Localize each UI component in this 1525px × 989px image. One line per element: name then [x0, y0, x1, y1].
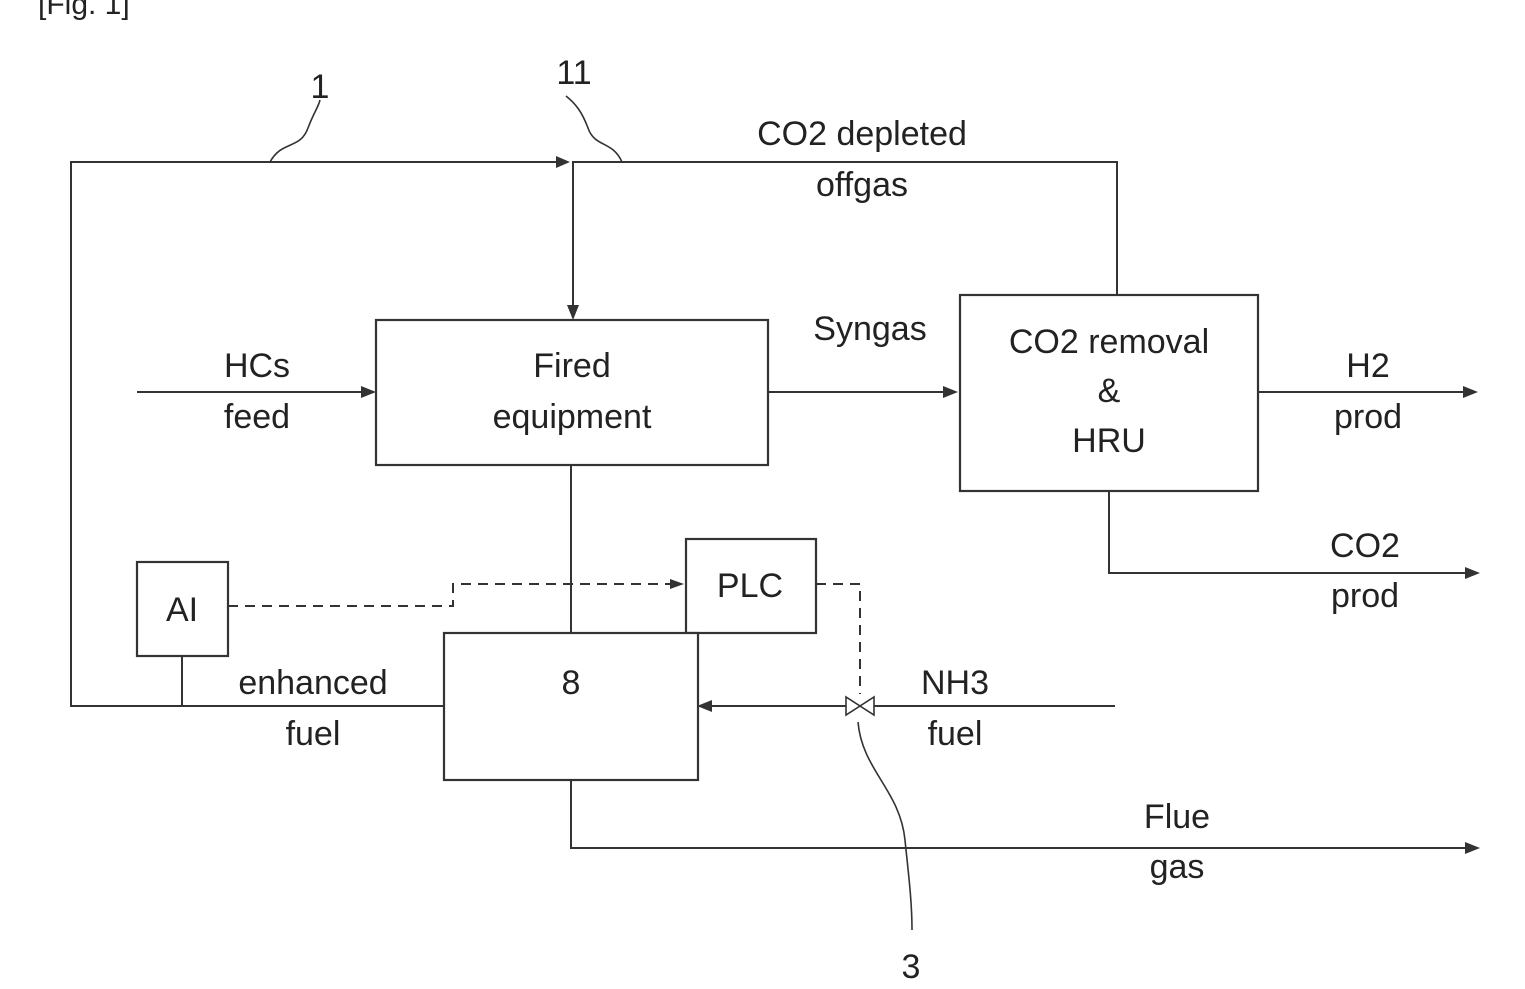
co2-removal-label-1: CO2 removal: [1009, 323, 1209, 361]
ai-to-plc-signal: [228, 584, 676, 606]
control-valve-icon: [846, 697, 874, 715]
fired-equipment-label-1: Fired: [533, 347, 610, 385]
ai-label: AI: [166, 591, 198, 629]
co2-prod-label-1: CO2: [1330, 527, 1400, 565]
figure-label: [Fig. 1]: [38, 0, 130, 21]
h2-prod-label-1: H2: [1346, 347, 1389, 385]
offgas-to-fired-arrowhead: [567, 305, 579, 320]
syngas-label: Syngas: [813, 310, 926, 348]
leader-line-1: [270, 100, 320, 162]
flue-gas-label-1: Flue: [1144, 798, 1210, 836]
h2-prod-arrowhead: [1463, 386, 1478, 398]
co2-removal-label-3: HRU: [1072, 422, 1146, 460]
co2-depleted-label-2: offgas: [816, 166, 908, 204]
recycle-arrowhead: [556, 156, 570, 168]
mixer-8-label: 8: [562, 664, 581, 702]
co2-prod-line: [1109, 490, 1472, 573]
leader-line-11: [566, 96, 622, 162]
enhanced-fuel-label-2: fuel: [286, 715, 341, 753]
co2-prod-label-2: prod: [1331, 577, 1399, 615]
co2-removal-label-2: &: [1098, 372, 1121, 410]
nh3-fuel-label-1: NH3: [921, 664, 989, 702]
hcs-feed-arrowhead: [361, 386, 376, 398]
syngas-arrowhead: [943, 386, 958, 398]
co2-depleted-label-1: CO2 depleted: [757, 115, 967, 153]
enhanced-fuel-label-1: enhanced: [238, 664, 387, 702]
ai-to-plc-arrowhead: [670, 579, 684, 589]
nh3-fuel-arrowhead: [697, 700, 712, 712]
flue-gas-label-2: gas: [1150, 848, 1205, 886]
leader-line-3: [858, 722, 912, 930]
flue-gas-arrowhead: [1465, 842, 1480, 854]
hcs-feed-label-2: feed: [224, 398, 290, 436]
hcs-feed-label-1: HCs: [224, 347, 290, 385]
fired-equipment-block: [376, 320, 768, 465]
co2-prod-arrowhead: [1465, 567, 1480, 579]
ref-numeral-3: 3: [902, 948, 921, 986]
ref-numeral-1: 1: [311, 68, 330, 106]
ref-numeral-11: 11: [556, 54, 591, 92]
fired-equipment-label-2: equipment: [493, 398, 652, 436]
h2-prod-label-2: prod: [1334, 398, 1402, 436]
mixer-8-block: [444, 633, 698, 780]
plc-label: PLC: [717, 567, 783, 605]
nh3-fuel-label-2: fuel: [928, 715, 983, 753]
plc-to-valve-signal: [816, 584, 860, 694]
flue-gas-line: [571, 780, 1472, 848]
